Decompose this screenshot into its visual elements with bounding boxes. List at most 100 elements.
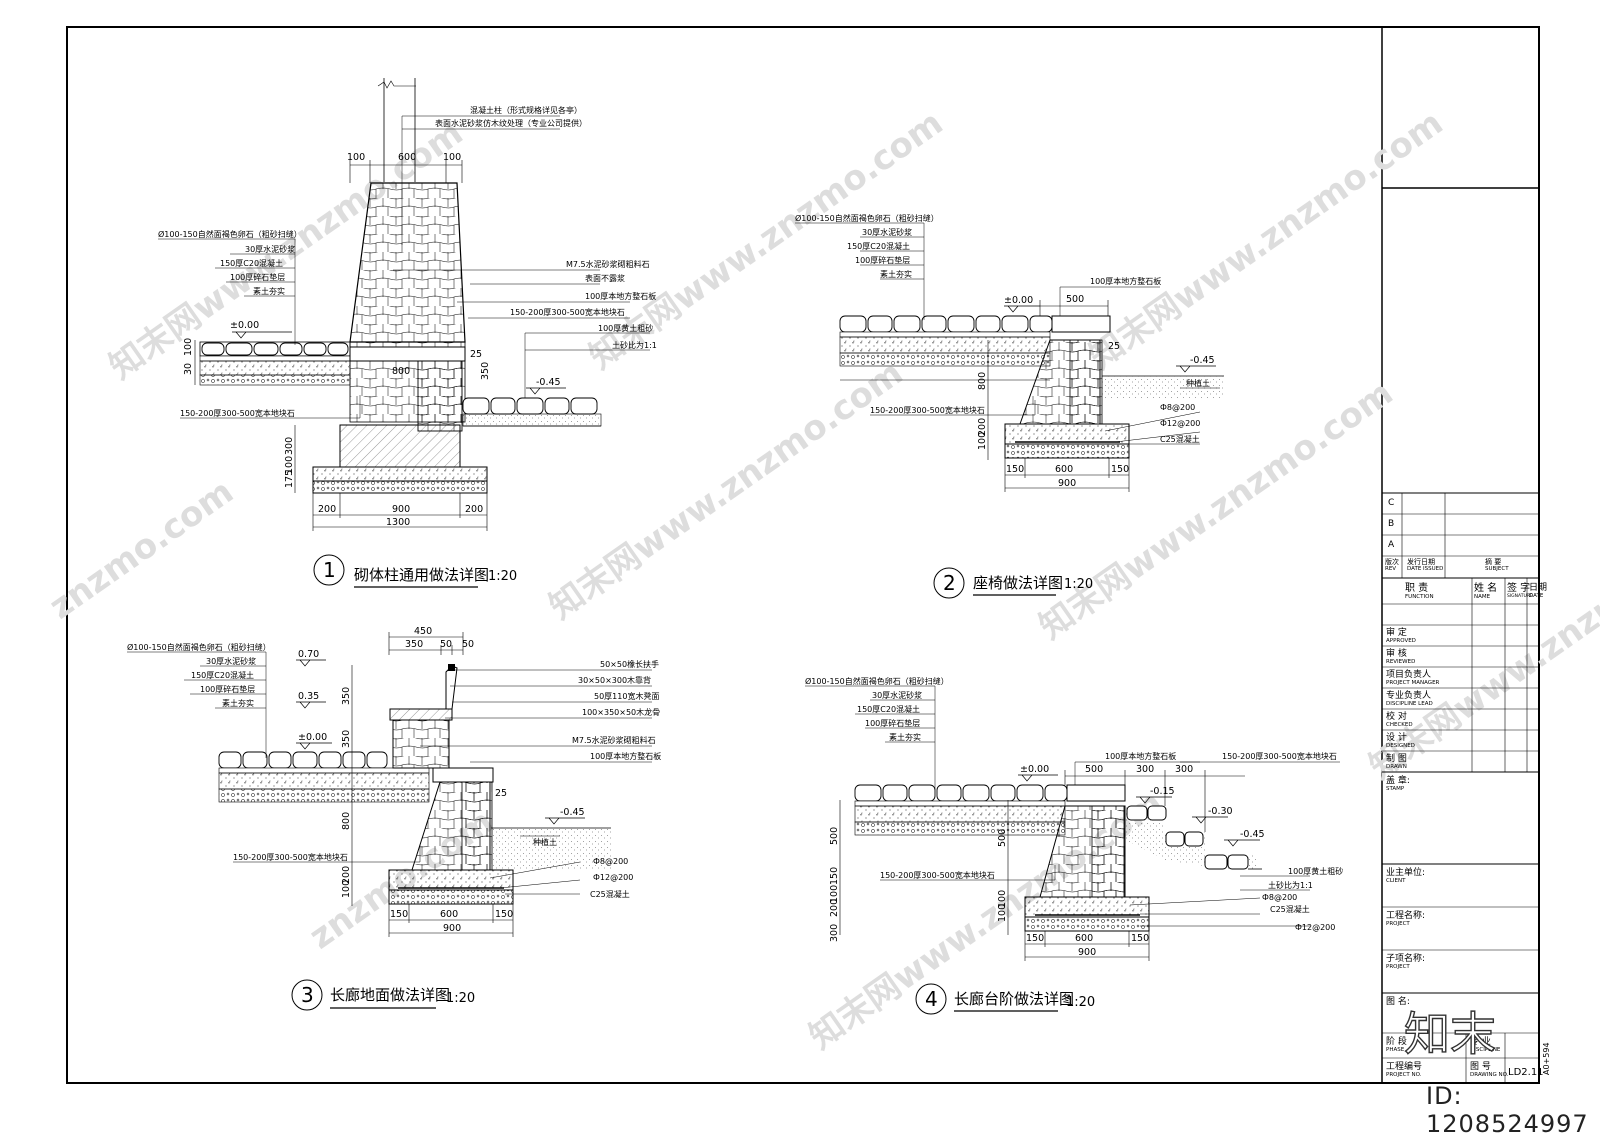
detail-4-number — [915, 983, 947, 1015]
svg-text:200: 200 — [977, 418, 988, 436]
svg-text:500: 500 — [997, 829, 1008, 847]
svg-text:100: 100 — [183, 338, 194, 356]
svg-text:25: 25 — [1108, 341, 1120, 352]
rev-b: B — [1388, 519, 1395, 529]
svg-text:混凝土柱（形式规格详见各亭）: 混凝土柱（形式规格详见各亭） — [470, 105, 582, 115]
svg-text:150: 150 — [829, 867, 840, 885]
svg-text:100: 100 — [829, 885, 840, 903]
detail-1-title: 砌体柱通用做法详图 — [354, 566, 489, 584]
svg-text:表面不露浆: 表面不露浆 — [585, 273, 625, 283]
svg-text:100厚碎石垫层: 100厚碎石垫层 — [865, 718, 920, 728]
detail-3-corridor-floor: 450 350 50 50 150 600 150 900 350 350 80… — [127, 626, 661, 1011]
svg-text:种植土: 种植土 — [533, 837, 557, 847]
svg-text:150-200厚300-500宽本地块石: 150-200厚300-500宽本地块石 — [870, 405, 985, 415]
svg-text:900: 900 — [443, 923, 461, 934]
svg-text:900: 900 — [1078, 947, 1096, 958]
svg-text:2: 2 — [943, 571, 956, 595]
svg-text:土砂比为1:1: 土砂比为1:1 — [1268, 880, 1313, 890]
detail-4-title: 长廊台阶做法详图 — [954, 990, 1074, 1008]
svg-text:±0.00: ±0.00 — [1004, 295, 1033, 306]
svg-text:4: 4 — [925, 987, 938, 1011]
svg-text:100厚黄土粗砂: 100厚黄土粗砂 — [1288, 866, 1343, 876]
detail-2-number — [933, 567, 965, 599]
svg-text:900: 900 — [1058, 478, 1076, 489]
svg-text:1:20: 1:20 — [488, 569, 517, 584]
drawing-name-label: 图 名: — [1386, 997, 1410, 1007]
svg-text:800: 800 — [341, 812, 352, 830]
svg-text:100×350×50木龙骨: 100×350×50木龙骨 — [582, 707, 660, 717]
svg-text:200: 200 — [465, 504, 483, 515]
svg-text:600: 600 — [440, 909, 458, 920]
svg-text:表面水泥砂浆仿木纹处理（专业公司提供）: 表面水泥砂浆仿木纹处理（专业公司提供） — [435, 118, 587, 128]
svg-text:1:20: 1:20 — [446, 991, 475, 1006]
stone-column — [349, 182, 466, 343]
title-block-grid — [1382, 187, 1539, 1083]
svg-text:素土夯实: 素土夯实 — [222, 698, 254, 708]
svg-text:150厚C20混凝土: 150厚C20混凝土 — [220, 258, 283, 268]
svg-text:±0.00: ±0.00 — [1020, 764, 1049, 775]
svg-text:C25混凝土: C25混凝土 — [1270, 904, 1310, 914]
svg-text:150-200厚300-500宽本地块石: 150-200厚300-500宽本地块石 — [880, 870, 995, 880]
project-label: 工程名称:PROJECT — [1386, 911, 1426, 927]
svg-text:素土夯实: 素土夯实 — [880, 269, 912, 279]
svg-text:素土夯实: 素土夯实 — [889, 732, 921, 742]
rev-a: A — [1388, 540, 1395, 550]
stamp-label: 盖 章:STAMP — [1386, 776, 1410, 792]
brand-logo: 知末 — [1403, 1006, 1496, 1061]
svg-text:100厚本地方整石板: 100厚本地方整石板 — [585, 291, 656, 301]
svg-text:Ø100-150自然面褐色卵石（粗砂扫缝）: Ø100-150自然面褐色卵石（粗砂扫缝） — [158, 229, 302, 239]
svg-text:土砂比为1:1: 土砂比为1:1 — [612, 340, 657, 350]
svg-text:3: 3 — [301, 983, 314, 1007]
svg-text:50厚110宽木凳面: 50厚110宽木凳面 — [594, 691, 659, 701]
svg-text:Ф8@200: Ф8@200 — [1160, 403, 1195, 412]
svg-text:1300: 1300 — [386, 517, 410, 528]
svg-text:200: 200 — [341, 866, 352, 884]
svg-text:200: 200 — [318, 504, 336, 515]
svg-text:M7.5水泥砂浆砌粗料石: M7.5水泥砂浆砌粗料石 — [572, 735, 656, 745]
svg-text:300: 300 — [1175, 764, 1193, 775]
detail-1-number — [313, 554, 345, 586]
svg-text:1: 1 — [323, 558, 336, 582]
svg-text:100: 100 — [997, 904, 1008, 922]
rev-c: C — [1388, 498, 1395, 508]
svg-text:100: 100 — [284, 456, 295, 474]
svg-text:600: 600 — [1075, 933, 1093, 944]
svg-text:150-200厚300-500宽本地块石: 150-200厚300-500宽本地块石 — [510, 307, 625, 317]
svg-text:150: 150 — [495, 909, 513, 920]
svg-text:150: 150 — [1111, 464, 1129, 475]
svg-text:100厚碎石垫层: 100厚碎石垫层 — [200, 684, 255, 694]
svg-text:150-200厚300-500宽本地块石: 150-200厚300-500宽本地块石 — [180, 408, 295, 418]
svg-text:175: 175 — [284, 470, 295, 488]
svg-text:30厚水泥砂浆: 30厚水泥砂浆 — [245, 244, 295, 254]
svg-text:-0.30: -0.30 — [1208, 806, 1233, 817]
svg-text:150-200厚300-500宽本地块石: 150-200厚300-500宽本地块石 — [233, 852, 348, 862]
svg-text:Ф8@200: Ф8@200 — [593, 857, 628, 866]
svg-text:100厚黄土粗砂: 100厚黄土粗砂 — [598, 323, 653, 333]
svg-text:25: 25 — [495, 788, 507, 799]
id-label: ID: 1208524997 — [1426, 1082, 1589, 1138]
svg-text:-0.45: -0.45 — [536, 377, 561, 388]
svg-text:-0.45: -0.45 — [1190, 355, 1215, 366]
svg-text:C25混凝土: C25混凝土 — [590, 889, 630, 899]
svg-text:30厚水泥砂浆: 30厚水泥砂浆 — [872, 690, 922, 700]
detail-4-corridor-steps: 500 300 300 150 600 150 900 500 100 100 … — [805, 676, 1343, 1015]
svg-text:200: 200 — [829, 899, 840, 917]
svg-text:500: 500 — [1066, 294, 1084, 305]
svg-text:30×50×300木靠背: 30×50×300木靠背 — [578, 675, 651, 685]
detail-3-title: 长廊地面做法详图 — [330, 986, 450, 1004]
